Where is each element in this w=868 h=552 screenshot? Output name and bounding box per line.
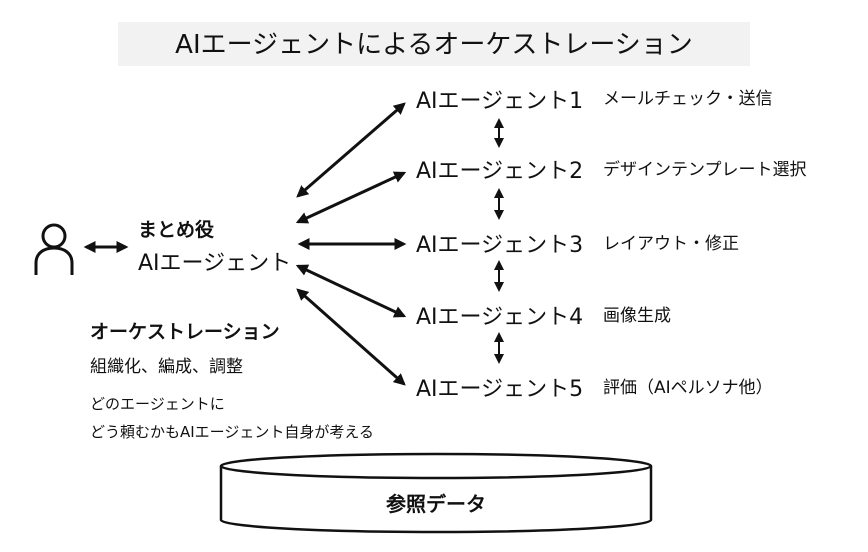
orchestration-heading: オーケストレーション [90,321,280,343]
coordinator-agent-label: AIエージェント [138,251,291,276]
agent-4-name: AIエージェント4 [416,305,583,330]
coordinator-agent4-arrow [295,264,407,318]
orchestration-subheading: 組織化、編成、調整 [90,357,243,377]
agent-5-name: AIエージェント5 [416,377,583,402]
agent-3-task: レイアウト・修正 [603,234,739,254]
agent-2-task: デザインテンプレート選択 [603,159,807,180]
database-label: 参照データ [386,492,486,516]
coordinator-role-label: まとめ役 [138,218,214,241]
coordinator-agent2-arrow [295,171,407,224]
agent-2-name: AIエージェント2 [416,159,583,184]
user-icon [34,223,74,275]
coordinator-agent1-arrow [296,102,406,198]
orchestration-note-line1: どのエージェントに [90,395,225,413]
diagram-title: AIエージェントによるオーケストレーション [175,30,693,60]
agent-1-name: AIエージェント1 [416,89,583,114]
agent-1-task: メールチェック・送信 [603,89,773,109]
agent-5-task: 評価（AIペルソナ他） [603,378,773,398]
agent-4-task: 画像生成 [603,306,671,326]
agent-3-name: AIエージェント3 [416,233,583,258]
title-band [118,22,750,66]
orchestration-note-line2: どう頼むかもAIエージェント自身が考える [90,423,374,441]
coordinator-agent5-arrow [296,288,406,386]
database-cylinder [219,452,653,534]
